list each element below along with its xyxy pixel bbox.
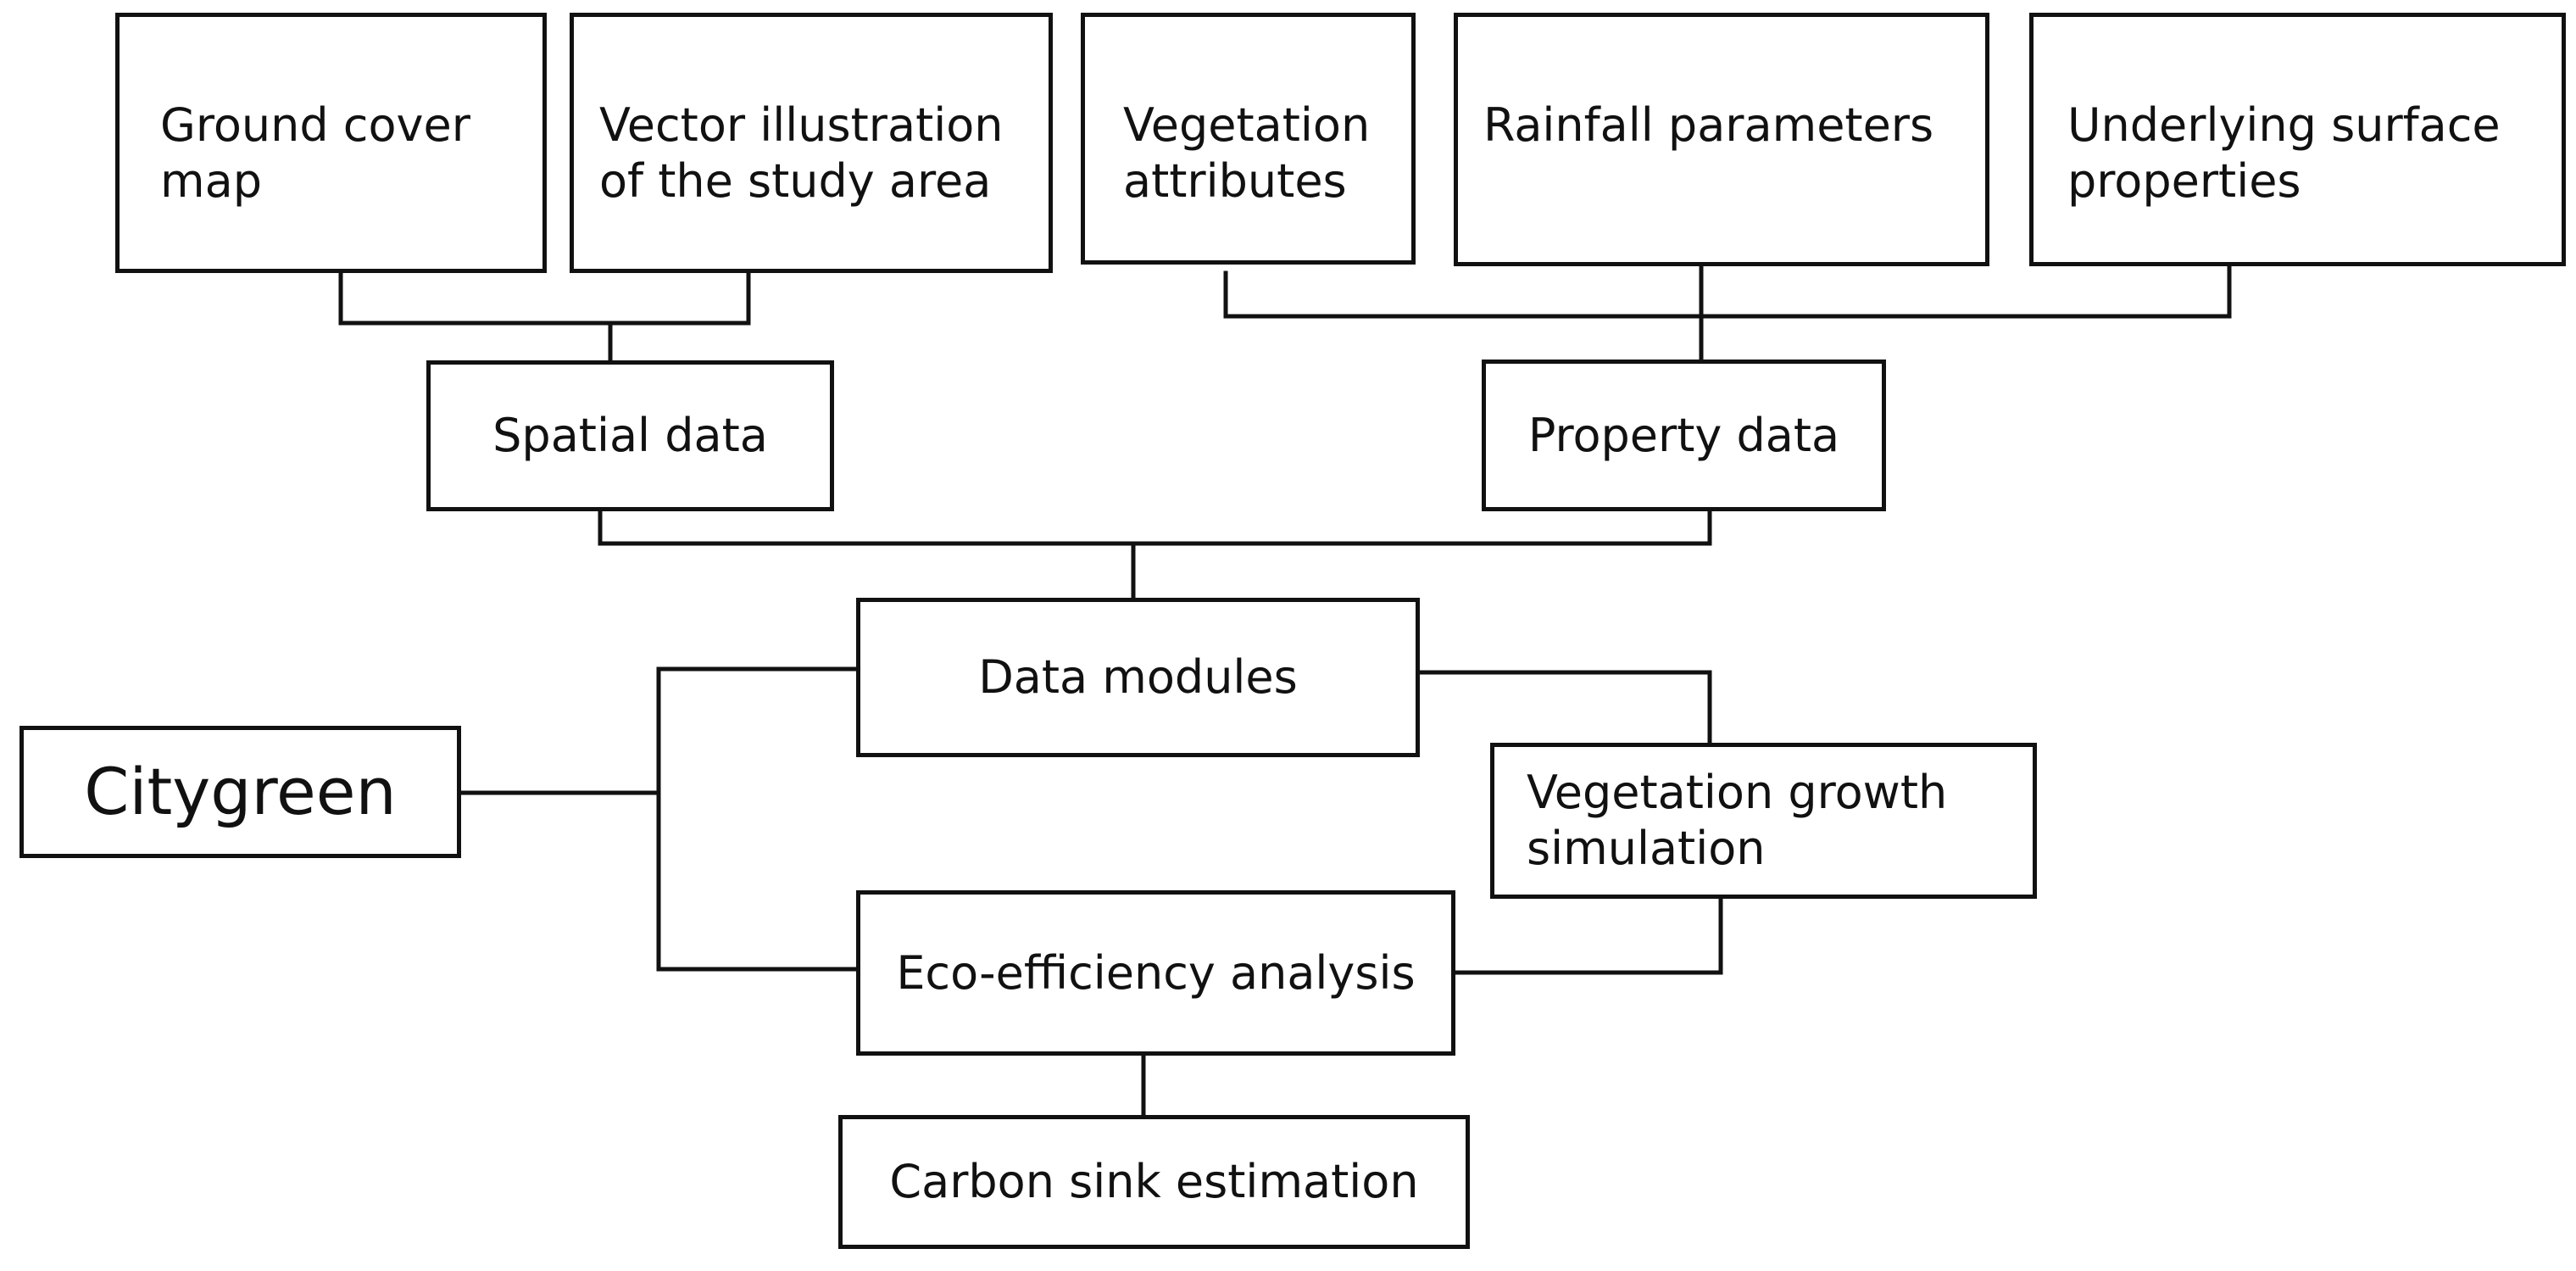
rainfall-parameters-label: Rainfall parameters — [1483, 98, 1934, 152]
carbon-sink-label: Carbon sink estimation — [889, 1155, 1419, 1209]
eco-efficiency-label: Eco-efficiency analysis — [896, 945, 1416, 1000]
connector-spatial-property — [598, 509, 1712, 546]
vegetation-attributes-label-line1: Vegetation — [1123, 98, 1371, 152]
carbon-sink-box: Carbon sink estimation — [838, 1115, 1470, 1249]
eco-efficiency-box: Eco-efficiency analysis — [856, 890, 1455, 1056]
connector-vegattr-rain-under — [1223, 264, 2232, 319]
rainfall-parameters-box: Rainfall parameters — [1454, 13, 1989, 266]
vegetation-attributes-label-line2: attributes — [1123, 153, 1347, 208]
vector-illustration-label-line1: Vector illustration — [599, 98, 1004, 152]
underlying-surface-box: Underlying surface properties — [2029, 13, 2566, 266]
property-data-box: Property data — [1482, 360, 1886, 511]
connector-modules-veggrowth — [1417, 670, 1712, 745]
spatial-data-label: Spatial data — [492, 409, 768, 463]
ground-cover-map-label-line1: Ground cover — [160, 98, 470, 152]
vector-illustration-label-line2: of the study area — [599, 153, 992, 208]
vector-illustration-box: Vector illustration of the study area — [570, 13, 1053, 273]
ground-cover-map-label-line2: map — [160, 153, 262, 208]
citygreen-box: Citygreen — [19, 726, 461, 858]
underlying-surface-label-line1: Underlying surface — [2067, 98, 2501, 152]
ground-cover-map-box: Ground cover map — [115, 13, 547, 273]
connector-veggrowth-eco — [1453, 896, 1723, 975]
data-modules-box: Data modules — [856, 598, 1420, 757]
vegetation-attributes-box: Vegetation attributes — [1081, 13, 1416, 265]
property-data-label: Property data — [1527, 408, 1840, 462]
vegetation-growth-box: Vegetation growth simulation — [1490, 743, 2037, 899]
underlying-surface-label-line2: properties — [2067, 153, 2301, 208]
data-modules-label: Data modules — [978, 650, 1298, 705]
citygreen-label: Citygreen — [84, 753, 397, 829]
connector-citygreen-bracket — [656, 666, 859, 972]
connector-ground-vector-spatial — [338, 270, 751, 326]
vegetation-growth-label-line1: Vegetation growth — [1527, 766, 1948, 820]
spatial-data-box: Spatial data — [426, 360, 834, 511]
vegetation-growth-label-line2: simulation — [1527, 822, 1766, 875]
